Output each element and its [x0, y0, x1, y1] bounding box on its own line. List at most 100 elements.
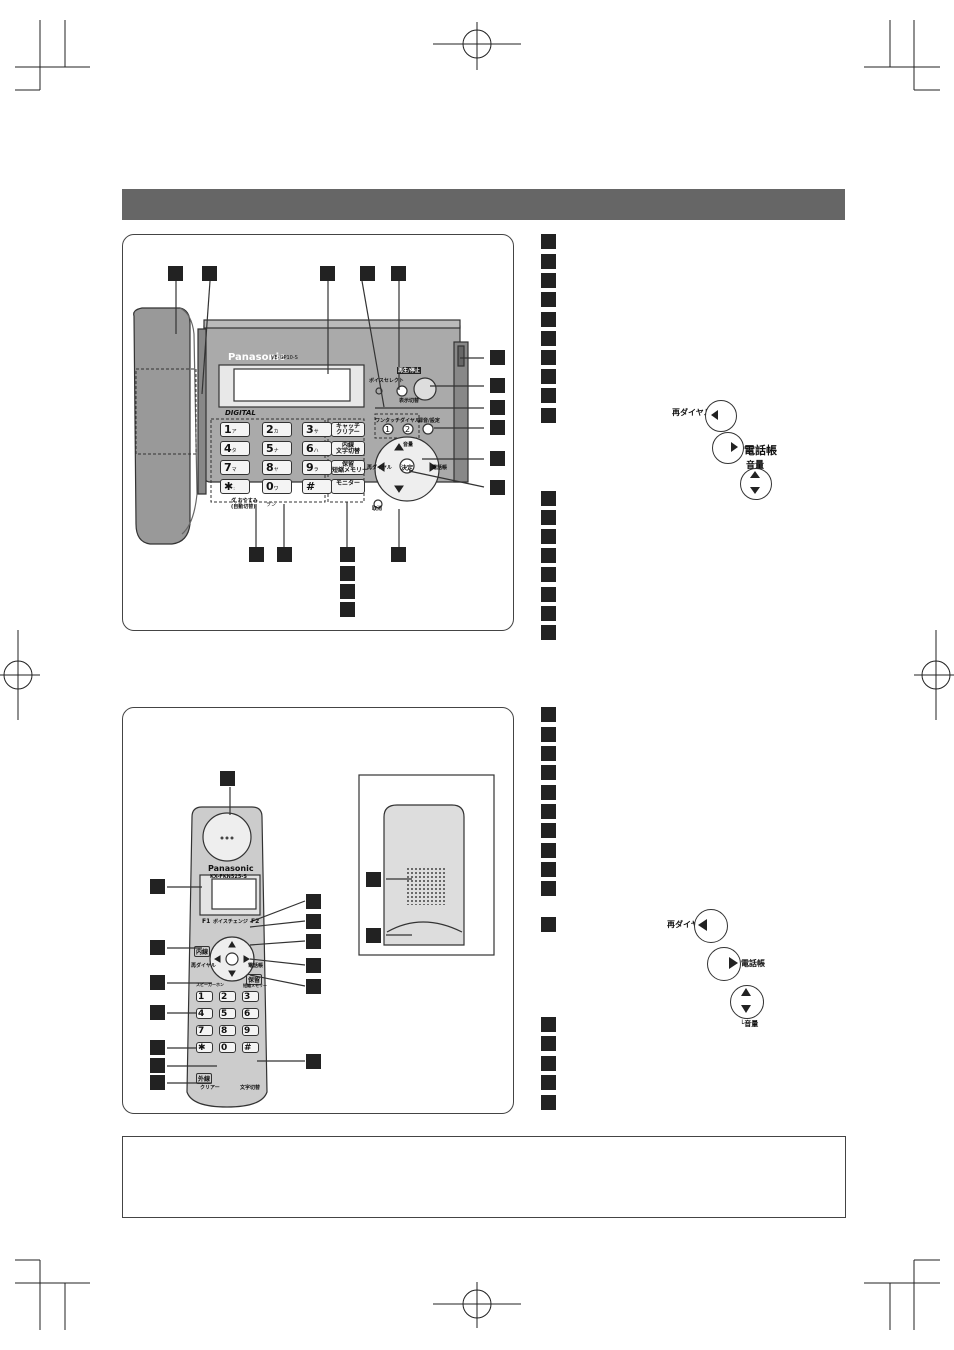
- callout-badge: [366, 872, 381, 887]
- one-touch-label: ワンタッチダイヤル: [375, 418, 420, 424]
- intercom-button[interactable]: 内線 文字切替: [331, 441, 365, 456]
- hold-button[interactable]: 保留 短縮メモリー: [331, 460, 369, 475]
- key-sub: ワ ヲン: [266, 486, 279, 508]
- key-main: 3: [306, 423, 314, 436]
- handset-phonebook-label: 電話帳: [248, 963, 264, 969]
- callout-badge: [340, 602, 355, 617]
- base-key-9[interactable]: ✱:: [220, 479, 250, 494]
- callout-badge: [306, 1054, 321, 1069]
- base-key-5[interactable]: 6ハ MNO: [302, 441, 332, 470]
- callout-badge: [306, 914, 321, 929]
- callout-badge: [490, 451, 505, 466]
- key-main: #: [306, 480, 316, 493]
- handset-key-6[interactable]: 7: [196, 1025, 213, 1036]
- callout-badge: [490, 480, 505, 495]
- callout-badge: [306, 894, 321, 909]
- handset-key-3[interactable]: 4: [196, 1008, 213, 1019]
- one-touch-key-1[interactable]: 1: [385, 425, 391, 434]
- base-key-6[interactable]: 7マ PQRS: [220, 460, 250, 489]
- key-sub: :: [233, 486, 235, 492]
- key-main: 5: [266, 442, 274, 455]
- arrow-left-icon: [711, 410, 718, 420]
- key-main: ✱: [224, 480, 234, 493]
- callout-badge: [366, 928, 381, 943]
- handset-key-1[interactable]: 2: [219, 991, 236, 1002]
- handset-key-8[interactable]: 9: [242, 1025, 259, 1036]
- handset-key-2[interactable]: 3: [242, 991, 259, 1002]
- handset-f1[interactable]: F1: [202, 918, 211, 925]
- handset-naisen-button[interactable]: 内線: [194, 946, 211, 957]
- arrow-down-icon: [750, 487, 760, 494]
- base-key-1[interactable]: 2カ ABC: [262, 422, 292, 451]
- handset-key-7[interactable]: 8: [219, 1025, 236, 1036]
- catch-clear-button[interactable]: キャッチ クリアー: [331, 422, 365, 437]
- dpad-center-label[interactable]: 決定: [401, 465, 414, 472]
- base-key-11[interactable]: #: [302, 479, 332, 494]
- legend-number-box: [541, 707, 556, 722]
- callout-badge: [306, 934, 321, 949]
- callout-badge: [150, 940, 165, 955]
- star-note: ダ おやすみ (自動切替): [231, 498, 258, 510]
- legend-number-box: [541, 727, 556, 742]
- handset-legend-redial: 再ダイヤル: [667, 920, 707, 929]
- callout-badge: [490, 378, 505, 393]
- callout-badge: [249, 547, 264, 562]
- model-label: VE-GP10-S: [271, 355, 298, 361]
- handset-outline-button[interactable]: 外線: [196, 1073, 213, 1084]
- legend-number-box: [541, 331, 556, 346]
- key-main: 8: [266, 461, 274, 474]
- legend-number-box: [541, 587, 556, 602]
- monitor-button[interactable]: モニター: [331, 479, 365, 494]
- handset-f2[interactable]: F2: [251, 918, 260, 925]
- callout-badge: [220, 771, 235, 786]
- legend-number-box: [541, 567, 556, 582]
- callout-badge: [306, 958, 321, 973]
- legend-number-box: [541, 1075, 556, 1090]
- handset-key-0[interactable]: 1: [196, 991, 213, 1002]
- handset-brand: Panasonic: [208, 864, 254, 873]
- legend-number-box: [541, 1036, 556, 1051]
- callout-badge: [490, 400, 505, 415]
- handset-voice-change[interactable]: ボイスチェンジ: [213, 919, 248, 925]
- cancel-label: 取消: [372, 506, 383, 512]
- base-key-2[interactable]: 3サ DEF: [302, 422, 332, 451]
- base-key-0[interactable]: 1ア ‥: [220, 422, 250, 451]
- key-main: 7: [224, 461, 232, 474]
- brand-label: Panasonic: [228, 352, 285, 363]
- handset-redial-label: 再ダイヤル: [191, 963, 216, 969]
- playback-stop-label: 再生/停止: [397, 367, 421, 374]
- digital-label: DIGITAL: [225, 409, 256, 417]
- dpad-left-icon: [705, 400, 737, 432]
- legend-redial-label: 再ダイヤル: [672, 408, 712, 417]
- callout-badge: [391, 266, 406, 281]
- base-key-8[interactable]: 9ラ WXYZ: [302, 460, 332, 489]
- legend-number-box: [541, 823, 556, 838]
- callout-badge: [320, 266, 335, 281]
- dpad-left-label: 再ダイヤル: [367, 465, 392, 471]
- handset-key-10[interactable]: 0: [219, 1042, 236, 1053]
- legend-number-box: [541, 917, 556, 932]
- arrow-right-icon: [731, 442, 738, 452]
- base-key-3[interactable]: 4タ GHI: [220, 441, 250, 470]
- handset-clear-label: クリアー: [200, 1085, 220, 1091]
- handset-key-4[interactable]: 5: [219, 1008, 236, 1019]
- dpad-right-icon: [712, 432, 744, 464]
- key-main: 6: [306, 442, 314, 455]
- handset-hold-button[interactable]: 保留: [246, 974, 263, 985]
- handset-legend-volume: └音量: [740, 1020, 759, 1028]
- note-box: [122, 1136, 846, 1218]
- dpad-left-icon: [694, 909, 728, 943]
- key-main: 2: [266, 423, 274, 436]
- callout-badge: [360, 266, 375, 281]
- legend-phonebook-label: 電話帳: [744, 444, 777, 457]
- callout-badge: [150, 1005, 165, 1020]
- base-key-7[interactable]: 8ヤ TUV: [262, 460, 292, 489]
- display-switch-label: 表示切替: [399, 398, 420, 404]
- base-key-10[interactable]: 0ワ ヲン: [262, 479, 292, 508]
- handset-key-5[interactable]: 6: [242, 1008, 259, 1019]
- record-setting-label: 録音/設定: [418, 418, 440, 424]
- base-key-4[interactable]: 5ナ JKL: [262, 441, 292, 470]
- handset-key-9[interactable]: ✱: [196, 1042, 213, 1053]
- handset-key-11[interactable]: #: [242, 1042, 259, 1053]
- one-touch-key-2[interactable]: 2: [405, 425, 411, 434]
